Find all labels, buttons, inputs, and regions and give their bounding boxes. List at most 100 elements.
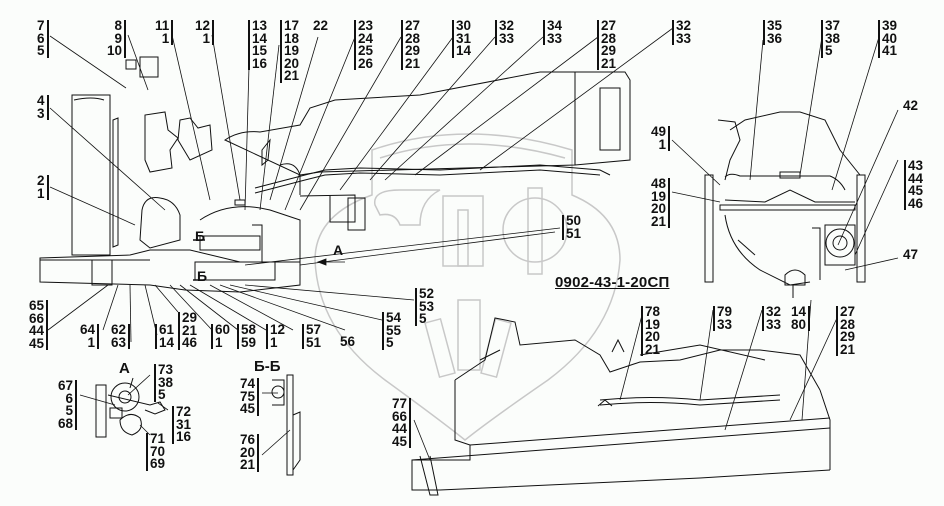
callout-number: 70 bbox=[150, 443, 166, 459]
callout-number: 56 bbox=[340, 334, 356, 349]
section-b-marker-lower: Б bbox=[197, 268, 208, 284]
callout-number: 57 bbox=[306, 322, 322, 337]
callout-number: 54 bbox=[386, 310, 402, 325]
callout-number: 33 bbox=[547, 30, 563, 46]
callout-number: 5 bbox=[65, 403, 74, 418]
callout-number: 5 bbox=[419, 311, 427, 326]
callout-number: 37 bbox=[825, 18, 841, 33]
callout-number: 62 bbox=[111, 322, 127, 337]
section-cut-markers bbox=[193, 239, 205, 281]
callout-number: 42 bbox=[903, 98, 919, 113]
callout-number: 73 bbox=[158, 362, 174, 377]
end-view-outline bbox=[704, 111, 866, 298]
callout-number: 27 bbox=[405, 18, 421, 33]
callout-47: 47 bbox=[903, 247, 919, 262]
callout-number: 7 bbox=[37, 18, 45, 33]
callout-56: 56 bbox=[340, 334, 356, 349]
callout-number: 44 bbox=[29, 323, 45, 338]
callout-number: 50 bbox=[566, 213, 582, 228]
callout-number: 45 bbox=[908, 183, 924, 198]
callout-number: 6 bbox=[37, 30, 45, 46]
callout-number: 45 bbox=[392, 433, 408, 449]
callout-number: 10 bbox=[107, 43, 123, 58]
callout-number: 32 bbox=[766, 304, 782, 319]
callout-number: 27 bbox=[601, 18, 617, 33]
callout-number: 20 bbox=[645, 329, 661, 344]
callout-number: 29 bbox=[601, 43, 617, 58]
callout-number: 22 bbox=[313, 18, 329, 33]
callout-number: 39 bbox=[882, 18, 898, 33]
callout-number: 28 bbox=[601, 30, 617, 46]
callout-number: 79 bbox=[717, 304, 733, 319]
callout-number: 71 bbox=[150, 431, 166, 446]
callout-number: 55 bbox=[386, 322, 402, 338]
callout-number: 49 bbox=[651, 124, 667, 139]
callout-number: 76 bbox=[240, 432, 256, 447]
callout-number: 1 bbox=[161, 30, 170, 46]
callout-number: 35 bbox=[767, 18, 783, 33]
callout-number: 77 bbox=[392, 396, 408, 411]
callout-number: 1 bbox=[658, 136, 667, 152]
callout-number: 16 bbox=[176, 429, 192, 444]
callout-number: 5 bbox=[386, 335, 394, 350]
callout-number: 14 bbox=[456, 43, 472, 58]
callout-number: 20 bbox=[240, 444, 256, 460]
callout-number: 20 bbox=[284, 55, 300, 71]
callout-number: 45 bbox=[240, 401, 256, 416]
callout-number: 38 bbox=[825, 30, 841, 46]
callout-number: 38 bbox=[158, 374, 174, 390]
callout-number: 69 bbox=[150, 456, 166, 471]
callout-number: 33 bbox=[766, 316, 782, 332]
callout-number: 1 bbox=[215, 334, 223, 350]
callout-number: 5 bbox=[37, 43, 45, 58]
callout-22: 22 bbox=[313, 18, 329, 33]
callout-number: 78 bbox=[645, 304, 661, 319]
callout-number: 31 bbox=[456, 30, 472, 46]
callout-number: 66 bbox=[392, 408, 408, 424]
drawing-code: 0902-43-1-20СП bbox=[555, 274, 670, 291]
callout-number: 51 bbox=[306, 334, 322, 350]
callout-number: 80 bbox=[791, 316, 807, 332]
callout-number: 18 bbox=[284, 30, 300, 46]
callout-number: 29 bbox=[405, 43, 421, 58]
callout-number: 64 bbox=[80, 322, 96, 337]
callout-number: 75 bbox=[240, 388, 256, 404]
callout-number: 24 bbox=[358, 30, 374, 46]
callout-number: 66 bbox=[29, 310, 45, 326]
callout-number: 48 bbox=[651, 176, 667, 191]
callout-number: 14 bbox=[252, 30, 268, 46]
callout-number: 33 bbox=[676, 30, 692, 46]
callout-number: 72 bbox=[176, 404, 192, 419]
callout-number: 47 bbox=[903, 247, 919, 262]
callout-number: 12 bbox=[270, 322, 286, 337]
callout-number: 67 bbox=[58, 378, 74, 393]
callout-number: 8 bbox=[114, 18, 123, 33]
callout-42: 42 bbox=[903, 98, 919, 113]
callout-number: 33 bbox=[717, 316, 733, 332]
callout-number: 60 bbox=[215, 322, 231, 337]
